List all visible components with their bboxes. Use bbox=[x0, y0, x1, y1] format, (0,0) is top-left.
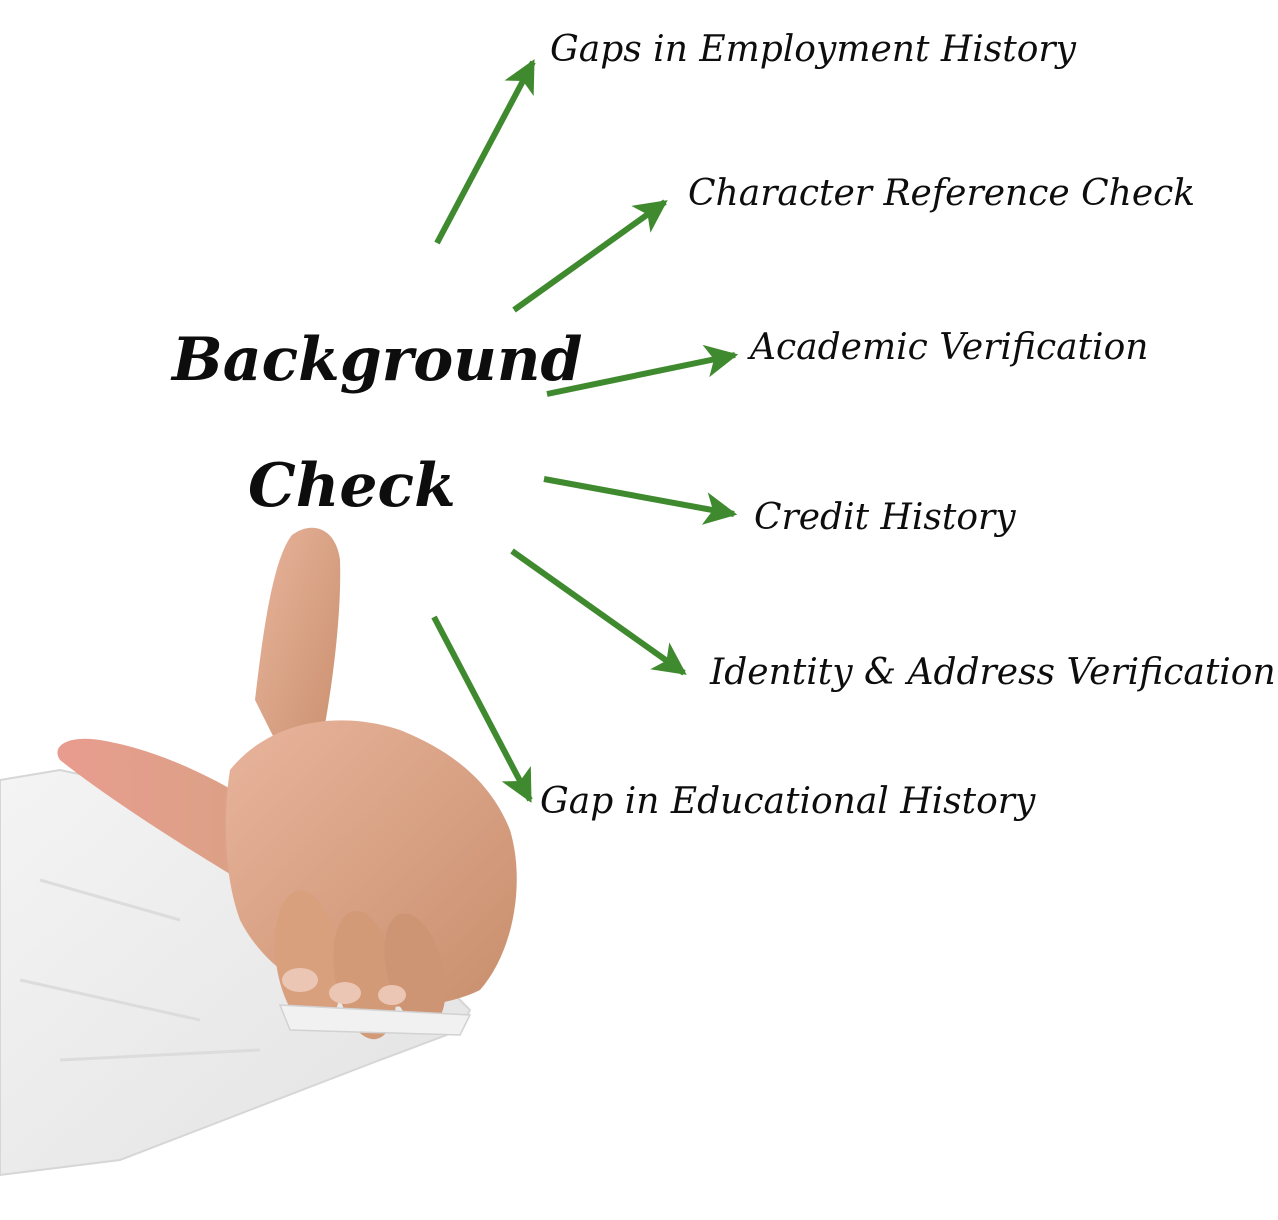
hub-title-line2: Check bbox=[248, 451, 456, 521]
branch-label-education: Gap in Educational History bbox=[540, 781, 1036, 822]
arrow-identity-icon bbox=[510, 548, 687, 676]
arrow-employment-icon bbox=[434, 59, 536, 245]
arrow-education-icon bbox=[431, 615, 533, 803]
branch-label-character: Character Reference Check bbox=[688, 173, 1196, 214]
arrow-character-icon bbox=[512, 199, 668, 313]
branch-label-credit: Credit History bbox=[754, 497, 1016, 538]
branch-label-identity: Identity & Address Verification bbox=[710, 652, 1276, 693]
arrow-academic-icon bbox=[546, 344, 739, 397]
arrow-credit-icon bbox=[543, 476, 738, 525]
branch-label-academic: Academic Verification bbox=[750, 327, 1149, 368]
branch-label-employment: Gaps in Employment History bbox=[550, 29, 1076, 70]
hub-title-line1: Background bbox=[172, 325, 583, 395]
